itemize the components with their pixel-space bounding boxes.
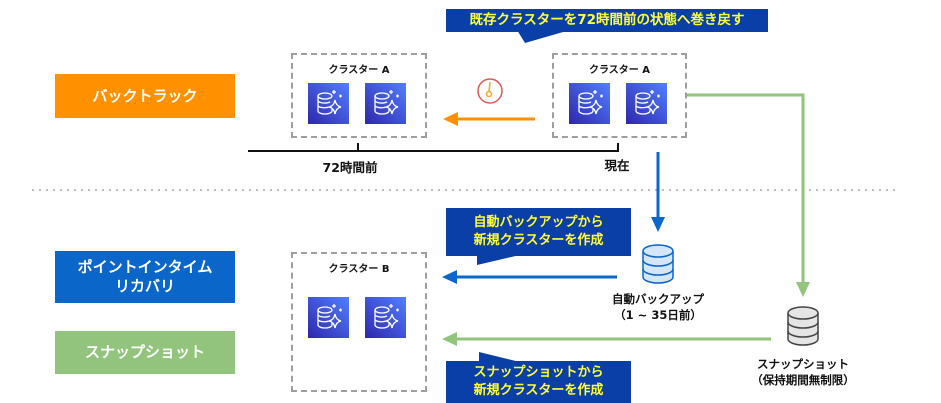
snapshot-callout-tail — [479, 352, 520, 362]
snapshot-callout: スナップショットから 新規クラスターを作成 — [446, 361, 631, 403]
auto-backup-callout-text: 自動バックアップから 新規クラスターを作成 — [473, 214, 603, 249]
cluster-a-past-title: クラスター A — [328, 65, 390, 76]
aurora-database-icon — [569, 83, 610, 124]
snapshot-callout-text: スナップショットから 新規クラスターを作成 — [473, 364, 603, 399]
auto-backup-callout-tail — [477, 255, 520, 265]
auto-backup-caption: 自動バックアップ （1 ~ 35日前） — [598, 292, 718, 323]
aurora-database-icon — [365, 83, 406, 124]
snapshot-caption-line1: スナップショット — [757, 357, 849, 371]
auto-backup-callout-line1: 自動バックアップから — [473, 215, 604, 231]
aurora-database-icon — [308, 297, 349, 338]
clock-icon — [477, 78, 503, 104]
top-callout: 既存クラスターを72時間前の状態へ巻き戻す — [446, 9, 768, 32]
aurora-database-icon — [365, 297, 406, 338]
pitr-label-line1: ポイントインタイム — [77, 258, 213, 277]
backtrack-arrow-head — [443, 112, 458, 126]
aurora-database-icon — [626, 83, 667, 124]
pitr-label-text: ポイントインタイム リカバリ — [78, 258, 213, 296]
snapshot-callout-line1: スナップショットから — [473, 365, 604, 381]
cluster-a-past: クラスター A — [291, 53, 427, 138]
cluster-b-title: クラスター B — [328, 264, 390, 275]
snapshot-path-arrow-head — [796, 282, 810, 297]
cluster-a-current-title: クラスター A — [588, 65, 651, 76]
auto-backup-callout: 自動バックアップから 新規クラスターを作成 — [446, 208, 631, 256]
cluster-b: クラスター B — [291, 252, 427, 392]
auto-backup-caption-line2: （1 ~ 35日前） — [614, 307, 702, 322]
snapshot-callout-line2: 新規クラスターを作成 — [473, 383, 604, 398]
pitr-label: ポイントインタイム リカバリ — [55, 251, 235, 303]
pitr-label-line2: リカバリ — [114, 277, 175, 295]
top-callout-text: 既存クラスターを72時間前の状態へ巻き戻す — [469, 12, 745, 29]
backtrack-label: バックトラック — [55, 74, 235, 118]
snapshot-label: スナップショット — [55, 331, 235, 374]
aurora-database-icon — [308, 83, 349, 124]
snapshot-caption: スナップショット （保持期間無制限） — [738, 357, 868, 388]
snapshot-label-text: スナップショット — [84, 343, 205, 362]
snapshot-caption-line2: （保持期間無制限） — [751, 372, 855, 387]
timeline-past-label: 72時間前 — [322, 160, 378, 175]
snapshot-path-line — [686, 93, 805, 282]
auto-backup-caption-line1: 自動バックアップ — [612, 292, 704, 306]
backtrack-label-text: バックトラック — [92, 86, 198, 105]
pitr-down-arrow-head — [651, 217, 665, 232]
cluster-a-current: クラスター A — [552, 53, 687, 138]
pitr-restore-arrow-head — [442, 270, 457, 284]
timeline-now-label: 現在 — [604, 158, 630, 173]
auto-backup-callout-line2: 新規クラスターを作成 — [473, 233, 604, 248]
snapshot-restore-arrow-head — [442, 332, 457, 346]
snapshot-cylinder-icon — [787, 306, 819, 346]
database-cylinder-icon — [642, 244, 674, 284]
top-callout-tail — [517, 30, 570, 43]
